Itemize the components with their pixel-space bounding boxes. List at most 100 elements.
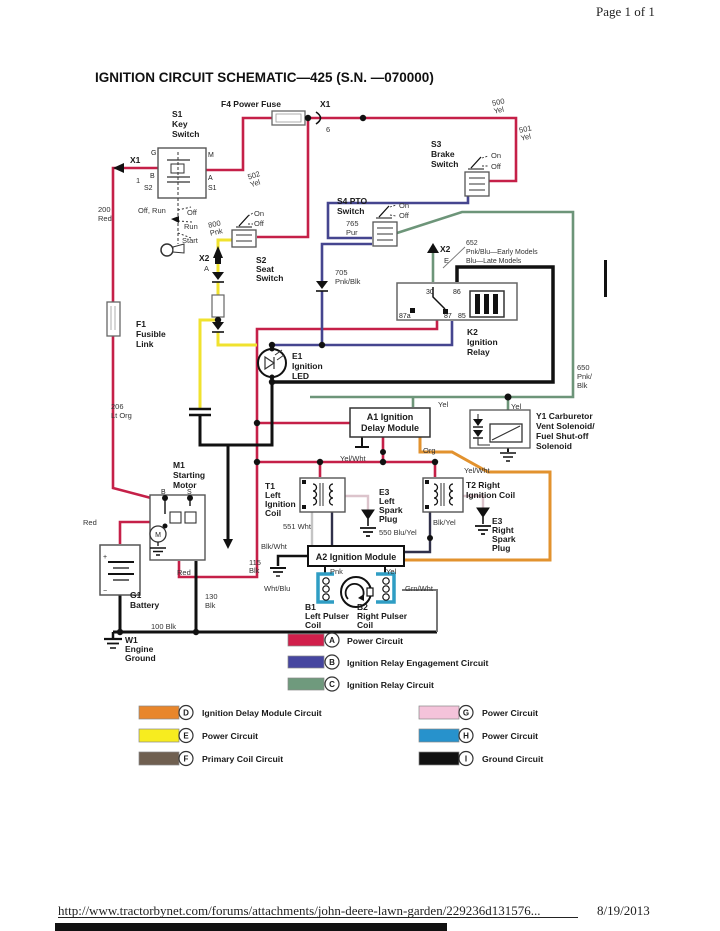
m1-label: M1 — [173, 460, 185, 470]
s1-pos-offrun: Off, Run — [138, 206, 166, 215]
footer-date: 8/19/2013 — [597, 903, 650, 918]
svg-text:B: B — [329, 658, 335, 667]
wire-grnwht: Grn/Wht — [405, 584, 434, 593]
e3-left-label: E3 — [379, 487, 390, 497]
x1-key-arrow — [113, 163, 124, 173]
svg-text:Left: Left — [265, 490, 281, 500]
x2-pto-name: X2 — [440, 244, 451, 254]
svg-text:Solenoid: Solenoid — [536, 441, 572, 451]
s1-term-s1: S1 — [208, 185, 217, 192]
right-spark-plug-symbol — [475, 507, 491, 535]
s1-term-g: G — [151, 150, 156, 157]
svg-text:Battery: Battery — [130, 600, 160, 610]
legend-circle-a — [324, 632, 340, 648]
k2-87a: 87a — [399, 313, 411, 320]
x2-seat-pin: A — [204, 264, 209, 273]
coil-secondary-wires — [310, 494, 485, 632]
svg-text:Switch: Switch — [337, 206, 364, 216]
svg-text:Right: Right — [492, 525, 514, 535]
s4-off: Off — [399, 211, 410, 220]
svg-text:Lt Org: Lt Org — [111, 411, 132, 420]
battery-minus: − — [103, 588, 107, 595]
m1-term-s: S — [187, 489, 192, 496]
x1-key-name: X1 — [130, 155, 141, 165]
y1-label: Y1 Carburetor — [536, 411, 593, 421]
left-spark-plug-symbol — [360, 509, 376, 537]
g1-label: G1 — [130, 590, 142, 600]
wire-500-yel: 500 — [491, 96, 505, 107]
s1-term-s2: S2 — [144, 185, 153, 192]
wire-501-yel: 501 — [518, 123, 532, 134]
wire-blkyel: Blk/Yel — [433, 518, 456, 527]
s1-pos-start: Start — [182, 236, 199, 245]
legend-swatch-e — [138, 728, 180, 743]
svg-text:Spark: Spark — [379, 505, 403, 515]
svg-text:Right Pulser: Right Pulser — [357, 611, 408, 621]
legend-swatch-h — [418, 728, 460, 743]
s1-label: S1 — [172, 109, 183, 119]
legend-swatch-f — [138, 751, 180, 766]
svg-text:Coil: Coil — [265, 508, 281, 518]
left-ignition-coil-symbol — [299, 477, 346, 513]
wire-200-red: 200 — [98, 205, 111, 214]
legend-circle-e — [178, 727, 194, 744]
x1-key-pin: 1 — [136, 176, 140, 185]
svg-text:Link: Link — [136, 339, 154, 349]
svg-text:Fusible: Fusible — [136, 329, 166, 339]
svg-text:Yel: Yel — [493, 105, 505, 116]
wire-yel-b: Yel — [511, 402, 521, 411]
seat-switch-symbol[interactable] — [231, 212, 257, 248]
svg-text:Plug: Plug — [492, 543, 510, 553]
wire-765-pur: 765 — [346, 219, 359, 228]
wire-115-blk: 115 — [249, 558, 261, 567]
diode-chain-symbols — [211, 272, 328, 333]
footer-url-link[interactable]: http://www.tractorbynet.com/forums/attac… — [58, 903, 541, 918]
svg-text:Switch: Switch — [431, 159, 458, 169]
legend-label-i: Ground Circuit — [482, 754, 543, 764]
legend-circle-c — [324, 676, 340, 692]
legend-swatch-b — [287, 655, 325, 669]
svg-text:Brake: Brake — [431, 149, 455, 159]
ignition-led-symbol — [257, 346, 287, 380]
svg-text:Engine: Engine — [125, 644, 154, 654]
brake-switch-symbol[interactable] — [464, 155, 490, 197]
legend-circle-h — [458, 727, 474, 744]
legend-label-a: Power Circuit — [347, 636, 403, 646]
x2-seat-name: X2 — [199, 253, 210, 263]
k2-85: 85 — [458, 313, 466, 320]
stray-mark — [604, 260, 607, 297]
legend-swatch-a — [287, 633, 325, 647]
svg-text:G: G — [463, 709, 469, 718]
svg-text:Plug: Plug — [379, 514, 397, 524]
legend-label-g: Power Circuit — [482, 708, 538, 718]
wire-labels: 200 Red 500 Yel 501 Yel 502 Yel 800 Pnk … — [83, 96, 593, 631]
wire-650-pnkblk: 650 — [577, 363, 590, 372]
x1-fuse-name: X1 — [320, 99, 331, 109]
page-title: IGNITION CIRCUIT SCHEMATIC—425 (S.N. —07… — [95, 70, 434, 85]
wire-pnk: Pnk — [330, 567, 343, 576]
s3-off: Off — [491, 162, 502, 171]
footer-bar — [55, 923, 447, 931]
svg-text:Starting: Starting — [173, 470, 205, 480]
component-labels: S1 Key Switch F4 Power Fuse S3 Brake Swi… — [125, 99, 595, 663]
wire-yelwht-b: Yel/Wht — [464, 466, 490, 475]
key-switch-symbol[interactable] — [157, 147, 207, 257]
s2-off: Off — [254, 219, 265, 228]
svg-text:Ground: Ground — [125, 653, 156, 663]
svg-text:Motor: Motor — [173, 480, 197, 490]
battery-symbol — [99, 544, 141, 596]
svg-text:Delay Module: Delay Module — [361, 423, 419, 433]
s2-on: On — [254, 209, 264, 218]
legend-circle-f — [178, 750, 194, 767]
motor-m: M — [155, 532, 161, 539]
svg-text:Ignition: Ignition — [265, 499, 296, 509]
terminal-labels: 30 86 87a 87 85 G M B A S2 S1 B S + − M — [103, 150, 466, 595]
legend-label-f: Primary Coil Circuit — [202, 754, 283, 764]
junction-dots — [116, 114, 512, 636]
pto-switch-symbol[interactable] — [372, 204, 398, 247]
svg-text:Pnk/: Pnk/ — [577, 372, 593, 381]
starting-motor-symbol — [149, 494, 206, 561]
legend-swatch-c — [287, 677, 325, 691]
legend-circle-g — [458, 704, 474, 721]
